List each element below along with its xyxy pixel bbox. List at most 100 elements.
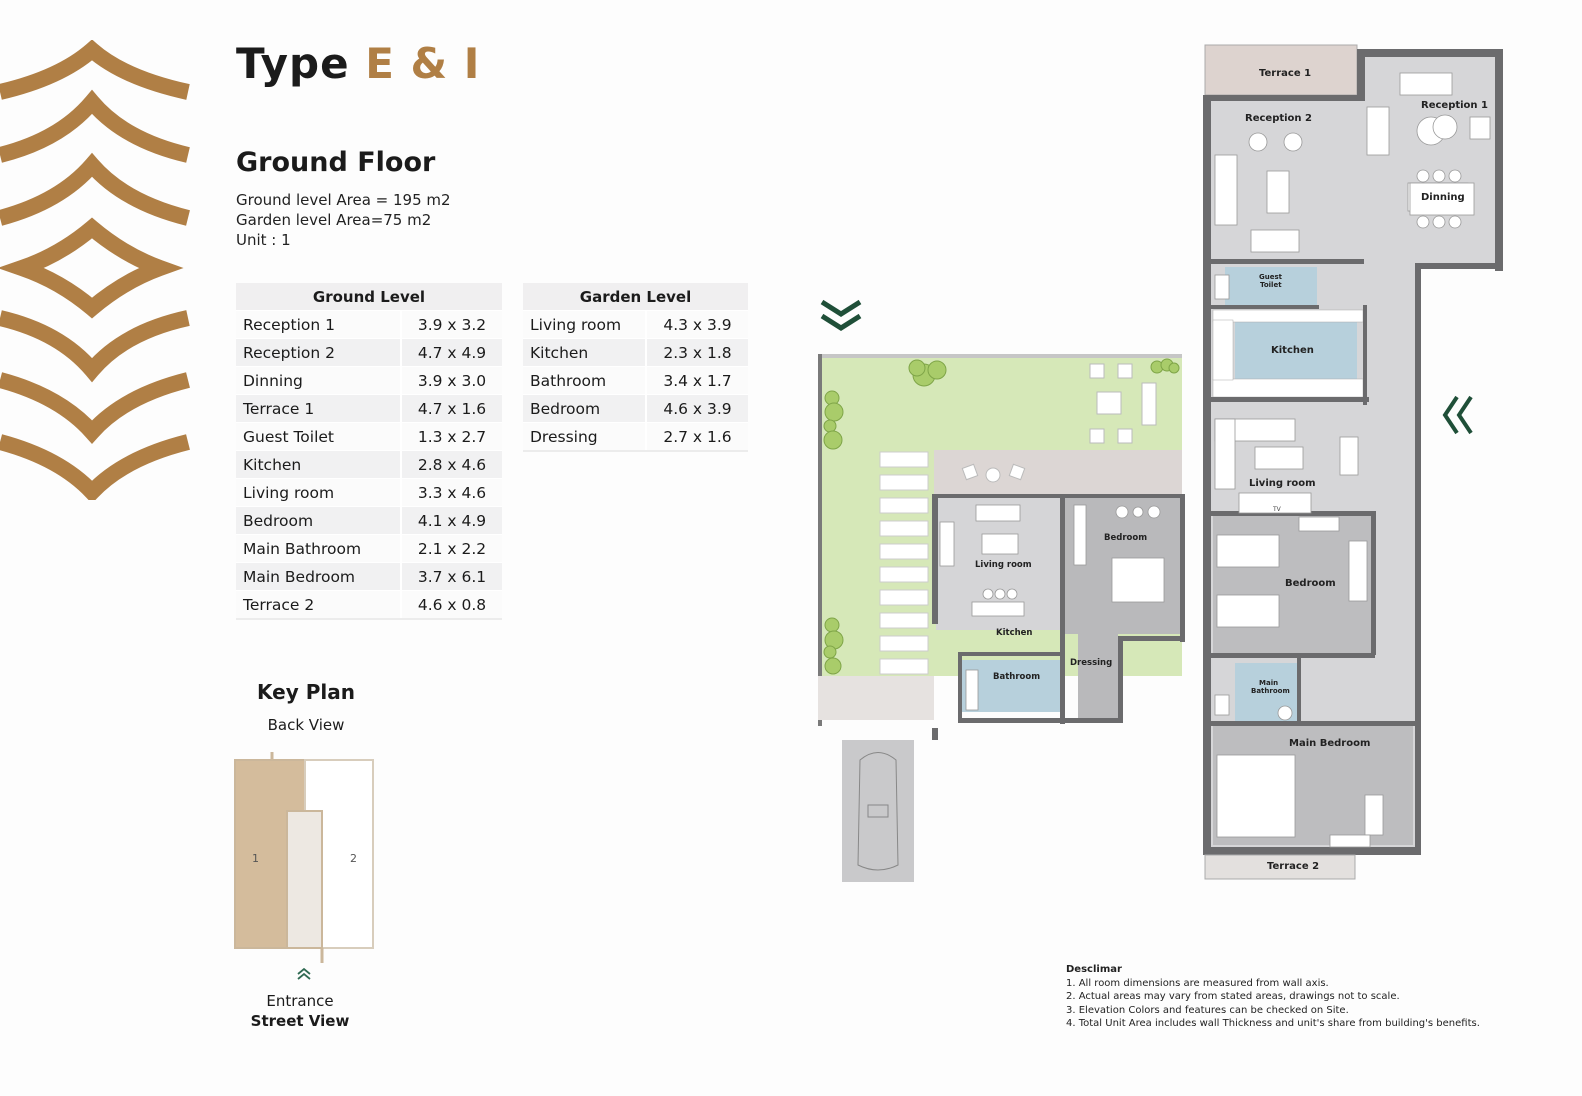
room-name: Bedroom [523, 394, 646, 423]
room-dimension: 3.9 x 3.0 [400, 366, 502, 395]
room-name: Kitchen [523, 338, 646, 367]
room-name: Bathroom [523, 366, 646, 395]
room-dimension: 3.4 x 1.7 [645, 366, 748, 395]
title-accent: E & I [365, 39, 481, 88]
room-dimension: 4.6 x 0.8 [400, 590, 502, 620]
shared-core [286, 810, 323, 949]
reception-2-label: Reception 2 [1245, 113, 1312, 124]
room-dimension: 3.3 x 4.6 [400, 478, 502, 507]
back-view-label: Back View [267, 716, 345, 734]
kitchen-label: Kitchen [1271, 345, 1314, 356]
double-chevron-down-icon [820, 299, 862, 331]
room-name: Guest Toilet [236, 422, 401, 451]
room-name: Reception 1 [236, 310, 401, 339]
tv-label: TV [1272, 506, 1282, 513]
floor-subtitle: Ground Floor [236, 147, 436, 178]
garden-level-floor-plan: Living room Kitchen Bathroom Bedroom Dre… [818, 299, 1185, 882]
tree-icon [823, 358, 1180, 675]
reception-1-label: Reception 1 [1421, 100, 1488, 111]
garden-kitchen-label: Kitchen [996, 628, 1032, 638]
page-title: Type E & I [236, 38, 480, 90]
garden-bathroom [962, 660, 1062, 712]
garden-bedroom-label: Bedroom [1104, 533, 1147, 543]
room-dimension: 3.9 x 3.2 [400, 310, 502, 339]
unit-1-label: 1 [252, 852, 259, 865]
room-name: Kitchen [236, 450, 401, 479]
key-plan-title: Key Plan [257, 680, 355, 704]
terrace-2 [1204, 854, 1356, 880]
main-bedroom-label: Main Bedroom [1289, 738, 1370, 749]
disclaimer-line: 4. Total Unit Area includes wall Thickne… [1066, 1018, 1480, 1029]
double-chevron-left-icon [1442, 395, 1473, 435]
ground-level-floor-plan: Terrace 1 Reception 1 Reception 2 Dinnin… [1203, 44, 1503, 880]
guest-toilet [1225, 267, 1317, 305]
terrace-1-label: Terrace 1 [1259, 68, 1311, 79]
garden-dressing-label: Dressing [1070, 658, 1112, 668]
bedroom-label: Bedroom [1285, 578, 1336, 589]
room-dimension: 2.8 x 4.6 [400, 450, 502, 479]
key-plan-diagram: 1 2 [234, 752, 374, 980]
room-dimension: 2.7 x 1.6 [645, 422, 748, 452]
room-name: Terrace 2 [236, 590, 401, 620]
garden-bathroom-label: Bathroom [993, 672, 1040, 682]
disclaimer-line: 2. Actual areas may vary from stated are… [1066, 991, 1400, 1002]
dinning-label: Dinning [1421, 192, 1465, 203]
decorative-chevron-ornament [0, 40, 190, 500]
title-prefix: Type [236, 39, 350, 88]
room-dimension: 3.7 x 6.1 [400, 562, 502, 591]
room-name: Main Bedroom [236, 562, 401, 591]
entrance-label: Entrance [266, 992, 334, 1010]
garden-level-header: Garden Level [523, 283, 748, 311]
terrace-2-label: Terrace 2 [1267, 861, 1319, 872]
parking-space [842, 740, 914, 882]
garden-living-room-label: Living room [975, 560, 1032, 570]
main-bathroom-label-line2: Bathroom [1251, 687, 1290, 695]
room-name: Living room [236, 478, 401, 507]
car-icon [857, 752, 899, 871]
guest-toilet-label-line2: Toilet [1260, 281, 1282, 289]
street-view-label: Street View [250, 1012, 350, 1030]
room-dimension: 4.3 x 3.9 [645, 310, 748, 339]
garden-area-text: Garden level Area=75 m2 [236, 211, 432, 229]
disclaimer-heading: Desclimar [1066, 964, 1122, 975]
room-name: Bedroom [236, 506, 401, 535]
room-dimension: 2.1 x 2.2 [400, 534, 502, 563]
room-name: Reception 2 [236, 338, 401, 367]
unit-2-label: 2 [350, 852, 357, 865]
room-name: Main Bathroom [236, 534, 401, 563]
deck-loungers [879, 451, 929, 675]
room-name: Dressing [523, 422, 646, 452]
unit-text: Unit : 1 [236, 231, 291, 249]
room-name: Terrace 1 [236, 394, 401, 423]
room-dimension: 1.3 x 2.7 [400, 422, 502, 451]
disclaimer-line: 3. Elevation Colors and features can be … [1066, 1004, 1349, 1016]
disclaimer-line: 1. All room dimensions are measured from… [1066, 977, 1329, 989]
disclaimer-block: Desclimar 1. All room dimensions are mea… [1066, 963, 1480, 1031]
room-dimension: 4.7 x 4.9 [400, 338, 502, 367]
room-dimension: 4.7 x 1.6 [400, 394, 502, 423]
room-name: Dinning [236, 366, 401, 395]
ground-area-text: Ground level Area = 195 m2 [236, 191, 451, 209]
double-chevron-up-icon [297, 967, 311, 980]
room-dimension: 4.6 x 3.9 [645, 394, 748, 423]
room-dimension: 4.1 x 4.9 [400, 506, 502, 535]
guest-toilet-label-line1: Guest [1259, 273, 1283, 281]
living-room-label: Living room [1249, 478, 1316, 489]
room-name: Living room [523, 310, 646, 339]
room-dimension: 2.3 x 1.8 [645, 338, 748, 367]
